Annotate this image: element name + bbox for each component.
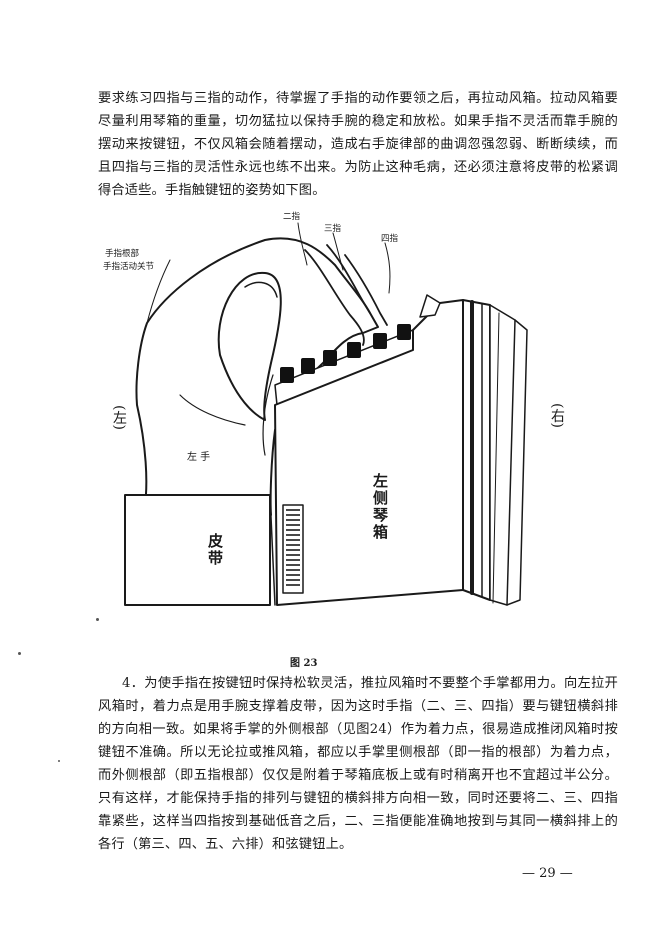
bass-button-2 [301,358,315,374]
finger-middle [326,244,371,314]
thumb [217,271,282,421]
scan-speck [96,618,99,621]
figure-caption: 图 23 [290,658,318,669]
bass-button-5 [373,333,387,349]
paragraph-top: 要求练习四指与三指的动作，待掌握了手指的动作要领之后，再拉动风箱。拉动风箱要尽量… [98,91,618,198]
label-finger-2: 二指 [283,212,301,222]
figure-23: 二指 三指 四指 手指根部 手指活动关节 (左) (右) 左 手 皮带 左侧琴箱 [95,205,615,625]
paragraph-bottom: 4．为使手指在按键钮时保持松软灵活，推拉风箱时不要整个手掌都用力。向左拉开风箱时… [98,676,618,852]
hand-outline [135,237,379,518]
label-strap: 皮带 [206,533,224,567]
hand-accordion-illustration [124,222,528,606]
sleeve-cuff [124,494,271,606]
label-finger-3: 三指 [324,224,342,234]
label-finger-4: 四指 [381,234,399,244]
label-finger-root: 手指根部 [105,249,140,259]
bass-button-3 [323,350,337,366]
label-left-hand: 左 手 [187,452,211,463]
bass-button-6 [397,324,411,340]
page-number: — 29 — [522,866,573,881]
label-bass-box: 左侧琴箱 [371,473,389,541]
label-finger-joint: 手指活动关节 [103,262,155,272]
finger-index [304,249,365,346]
strap-grille [282,504,304,594]
bass-button-4 [347,342,361,358]
bass-button-1 [280,367,294,383]
scan-speck [58,760,60,762]
label-right-side: (右) [549,403,565,428]
label-left-side: (左) [111,405,127,430]
bass-box [274,299,464,606]
scan-speck [18,652,21,655]
bellows-front [462,299,491,601]
finger-ring [344,254,388,326]
